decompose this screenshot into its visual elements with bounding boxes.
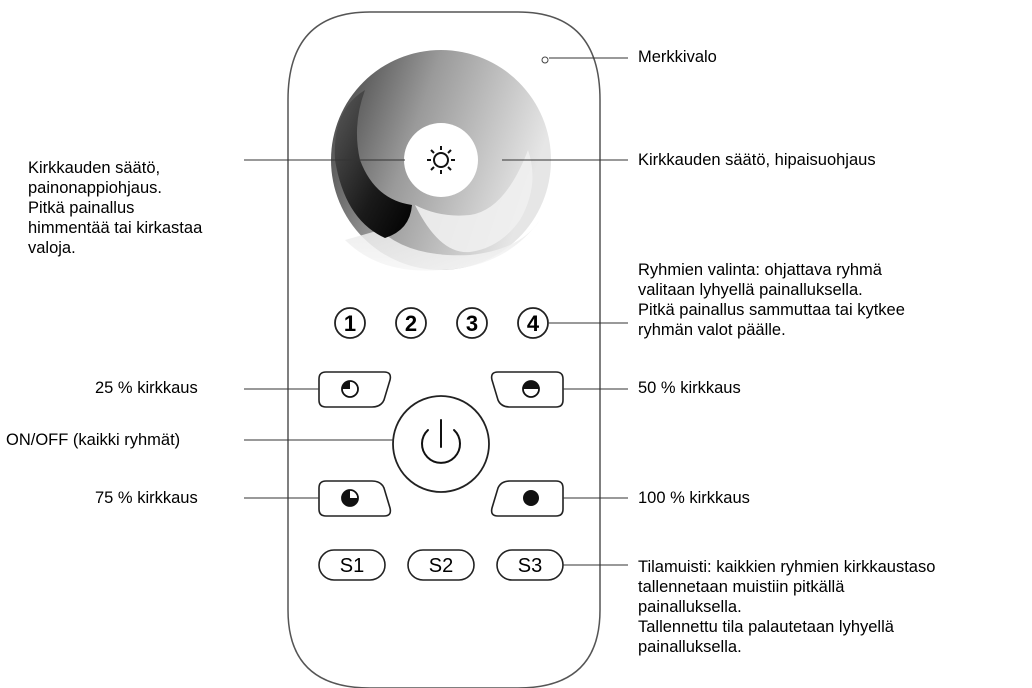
label-b100: 100 % kirkkaus (638, 489, 750, 507)
label-b50: 50 % kirkkaus (638, 379, 741, 397)
power-button[interactable] (392, 395, 490, 493)
group-button-3[interactable]: 3 (456, 307, 488, 339)
brightness-25-button[interactable] (318, 371, 392, 408)
power-icon (421, 419, 461, 464)
brightness-center-button[interactable] (404, 123, 478, 197)
indicator-light (541, 56, 549, 64)
scene-button-s1-label: S1 (340, 555, 364, 577)
scene-button-s2-label: S2 (429, 555, 453, 577)
group-button-4[interactable]: 4 (517, 307, 549, 339)
quarter-circle-icon (341, 380, 359, 398)
brightness-75-button[interactable] (318, 480, 392, 517)
group-button-2[interactable]: 2 (395, 307, 427, 339)
label-brightness-touch: Kirkkauden säätö, hipaisuohjaus (638, 151, 876, 169)
label-indicator: Merkkivalo (638, 48, 717, 66)
half-circle-icon (522, 380, 540, 398)
dark-slider-arc (334, 90, 412, 238)
three-quarter-circle-icon (341, 489, 359, 507)
group-button-3-label: 3 (466, 311, 478, 336)
sun-icon (427, 146, 455, 174)
scene-button-s3-label: S3 (518, 555, 542, 577)
label-b75: 75 % kirkkaus (95, 489, 198, 507)
label-brightness-button: Kirkkauden säätö, painonappiohjaus. Pitk… (28, 159, 203, 257)
full-circle-icon (523, 490, 539, 506)
scene-button-s3[interactable]: S3 (496, 549, 564, 581)
group-button-2-label: 2 (405, 311, 417, 336)
scene-button-s2[interactable]: S2 (407, 549, 475, 581)
scene-button-s1[interactable]: S1 (318, 549, 386, 581)
group-button-4-label: 4 (527, 311, 540, 336)
label-groups: Ryhmien valinta: ohjattava ryhmä valitaa… (638, 261, 905, 339)
label-memory: Tilamuisti: kaikkien ryhmien kirkkaustas… (638, 558, 936, 656)
brightness-50-button[interactable] (490, 371, 564, 408)
group-button-1[interactable]: 1 (334, 307, 366, 339)
group-button-1-label: 1 (344, 311, 356, 336)
label-onoff: ON/OFF (kaikki ryhmät) (6, 431, 181, 449)
touch-wheel[interactable] (331, 50, 551, 271)
brightness-100-button[interactable] (490, 480, 564, 517)
label-b25: 25 % kirkkaus (95, 379, 198, 397)
